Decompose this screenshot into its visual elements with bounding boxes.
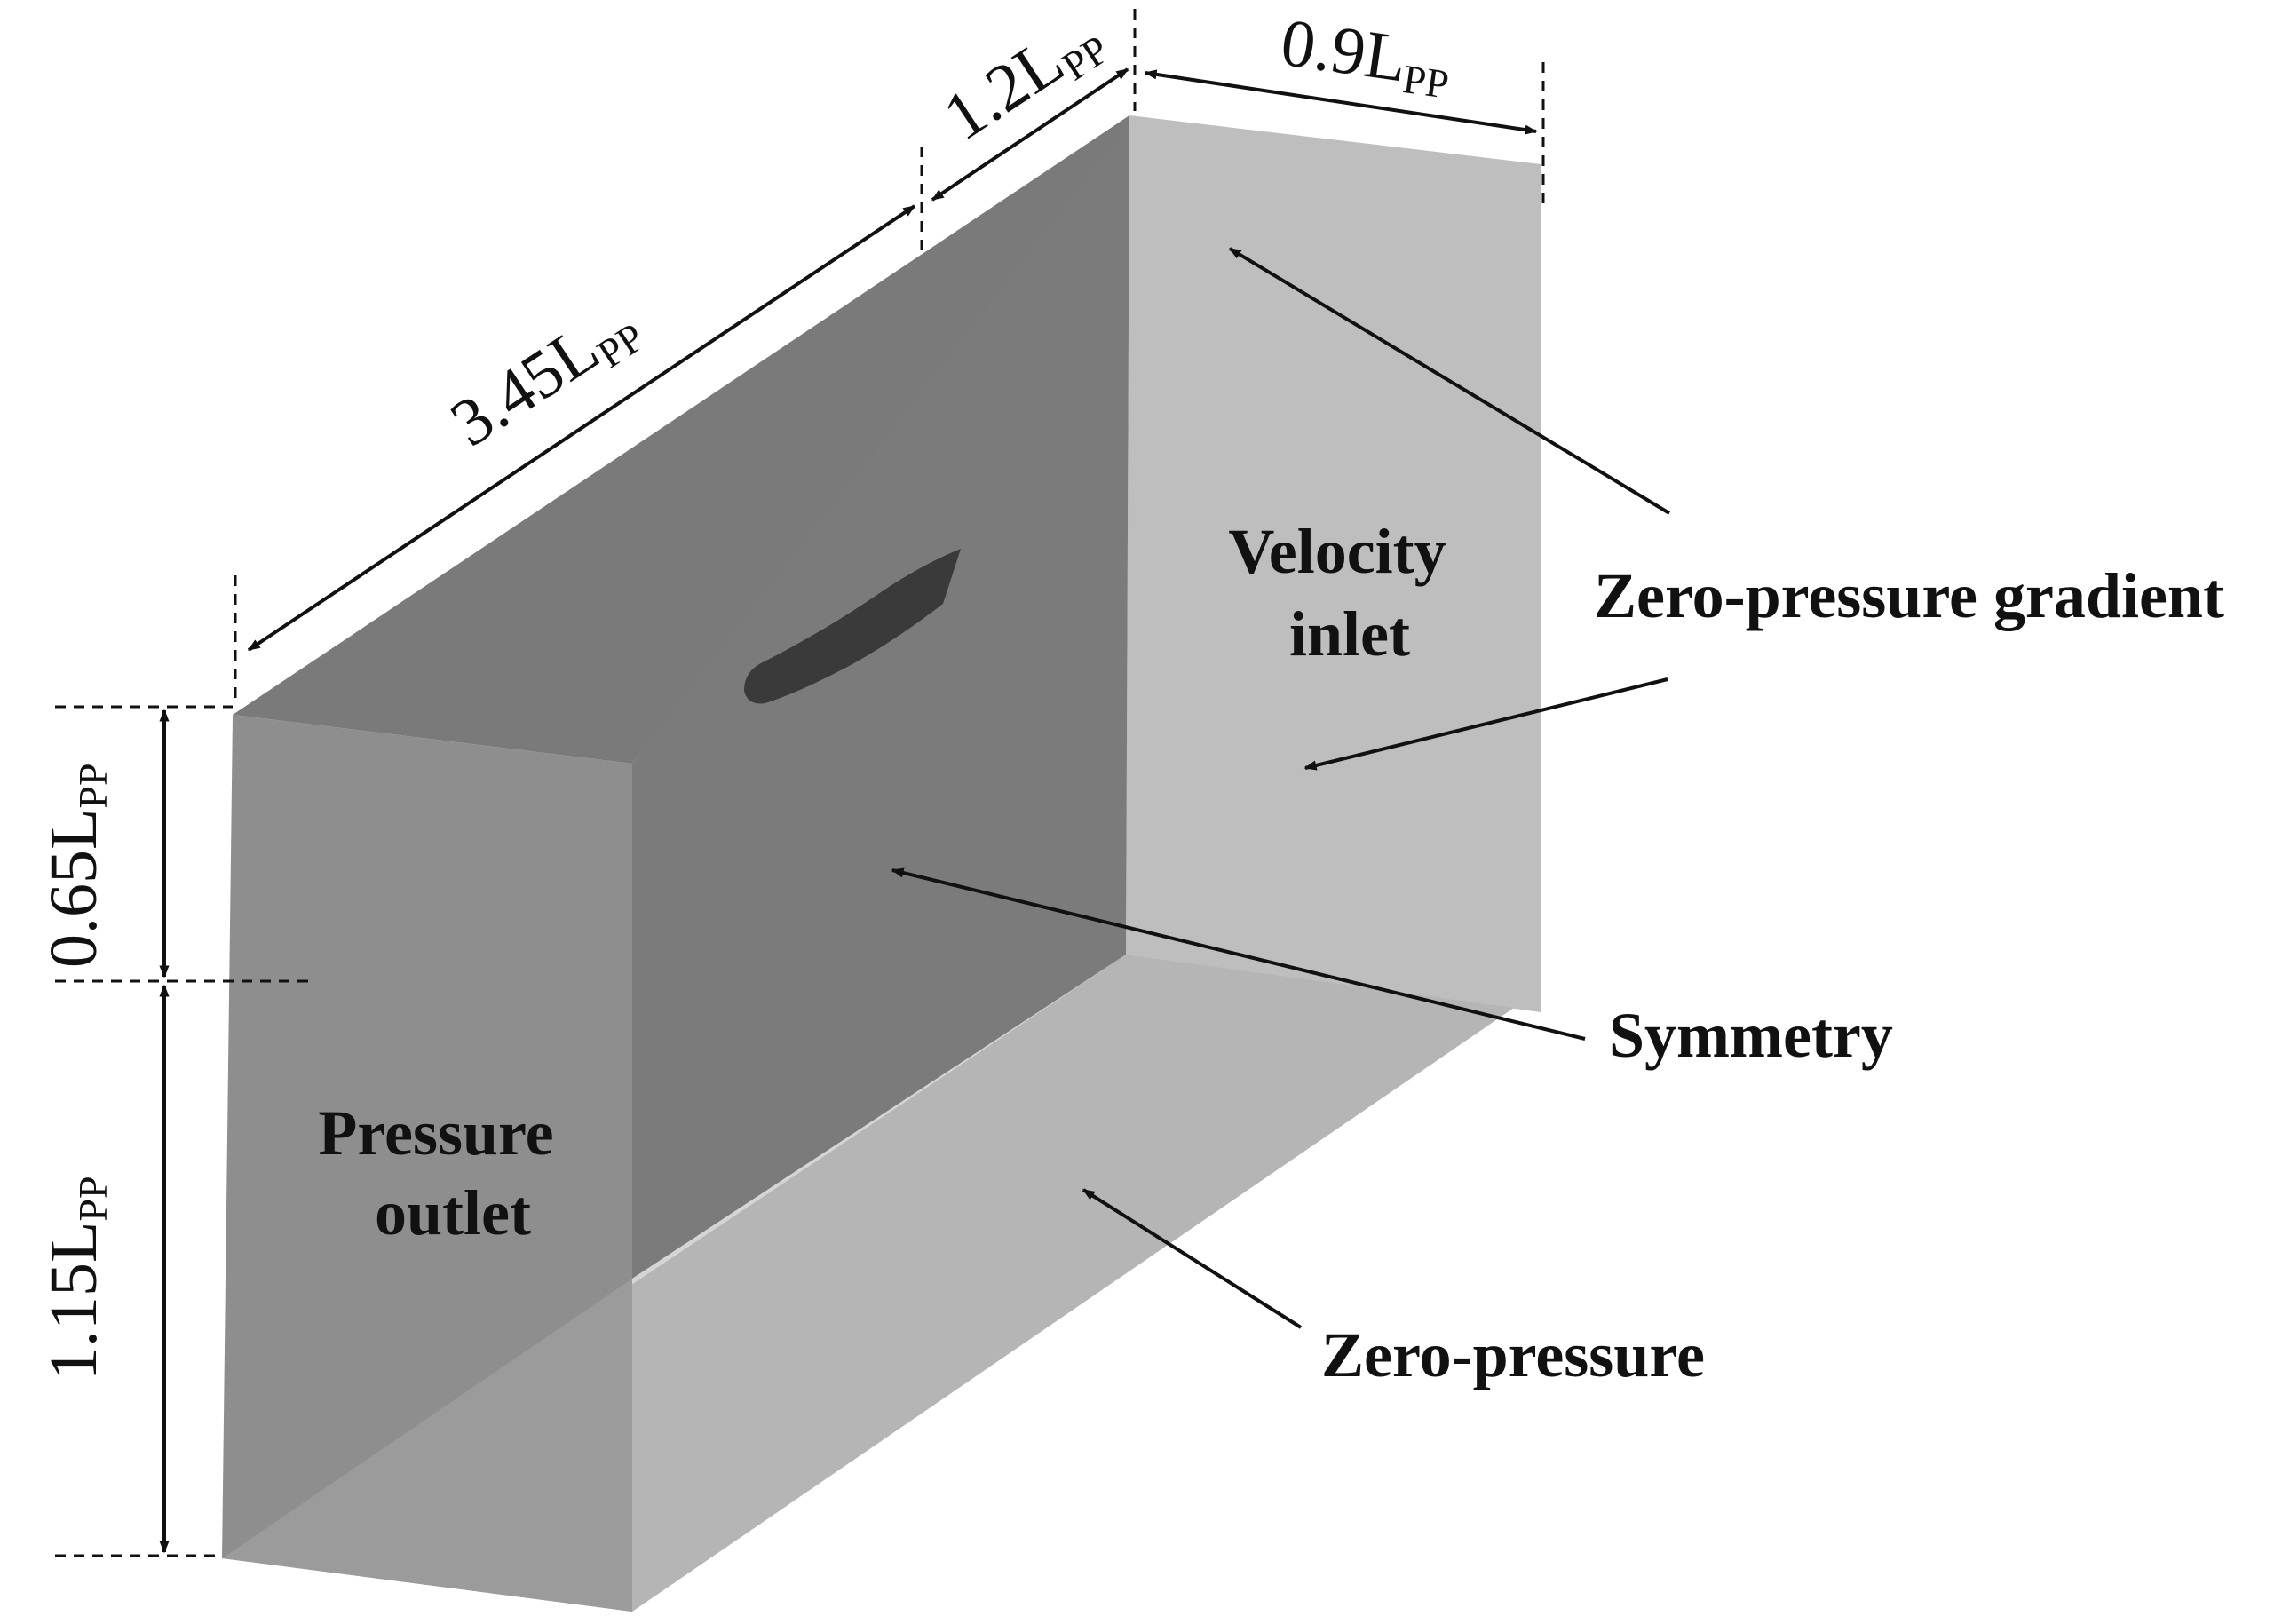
zero-pressure-label: Zero-pressure	[1321, 1319, 1705, 1390]
velocity-inlet-label: Velocity inlet	[1228, 516, 1462, 669]
outlet-lower-overlap	[222, 1279, 632, 1612]
symmetry-leader	[891, 867, 1586, 1041]
symmetry-label: Symmetry	[1609, 1000, 1893, 1071]
length-fwd-arrow	[931, 67, 1129, 202]
length-aft-arrow	[247, 204, 916, 652]
height-bottom-label: 1.15LPP	[36, 1176, 115, 1381]
length-aft-label: 3.45LPP	[438, 286, 652, 464]
bottom-face-overlap	[632, 955, 1514, 1612]
length-fwd-label: 1.2LPP	[931, 0, 1117, 158]
zero-pressure-leader	[1082, 1188, 1303, 1329]
symmetry-face	[632, 115, 1129, 1279]
dimension-arrows	[159, 67, 1538, 1554]
velocity-inlet-face	[1126, 115, 1541, 1012]
zpg-leader-inlet	[1303, 677, 1668, 771]
zero-pressure-gradient-label: Zero-pressure gradient	[1594, 560, 2224, 631]
width-label: 0.9LPP	[1276, 5, 1456, 107]
width-arrow	[1144, 69, 1538, 135]
height-top-label: 0.65LPP	[36, 763, 115, 968]
extension-lines	[55, 9, 1545, 1557]
leader-arrows	[891, 247, 1671, 1329]
zpg-leader-top	[1228, 247, 1671, 515]
pressure-outlet-label: Pressure outlet	[318, 1097, 569, 1248]
